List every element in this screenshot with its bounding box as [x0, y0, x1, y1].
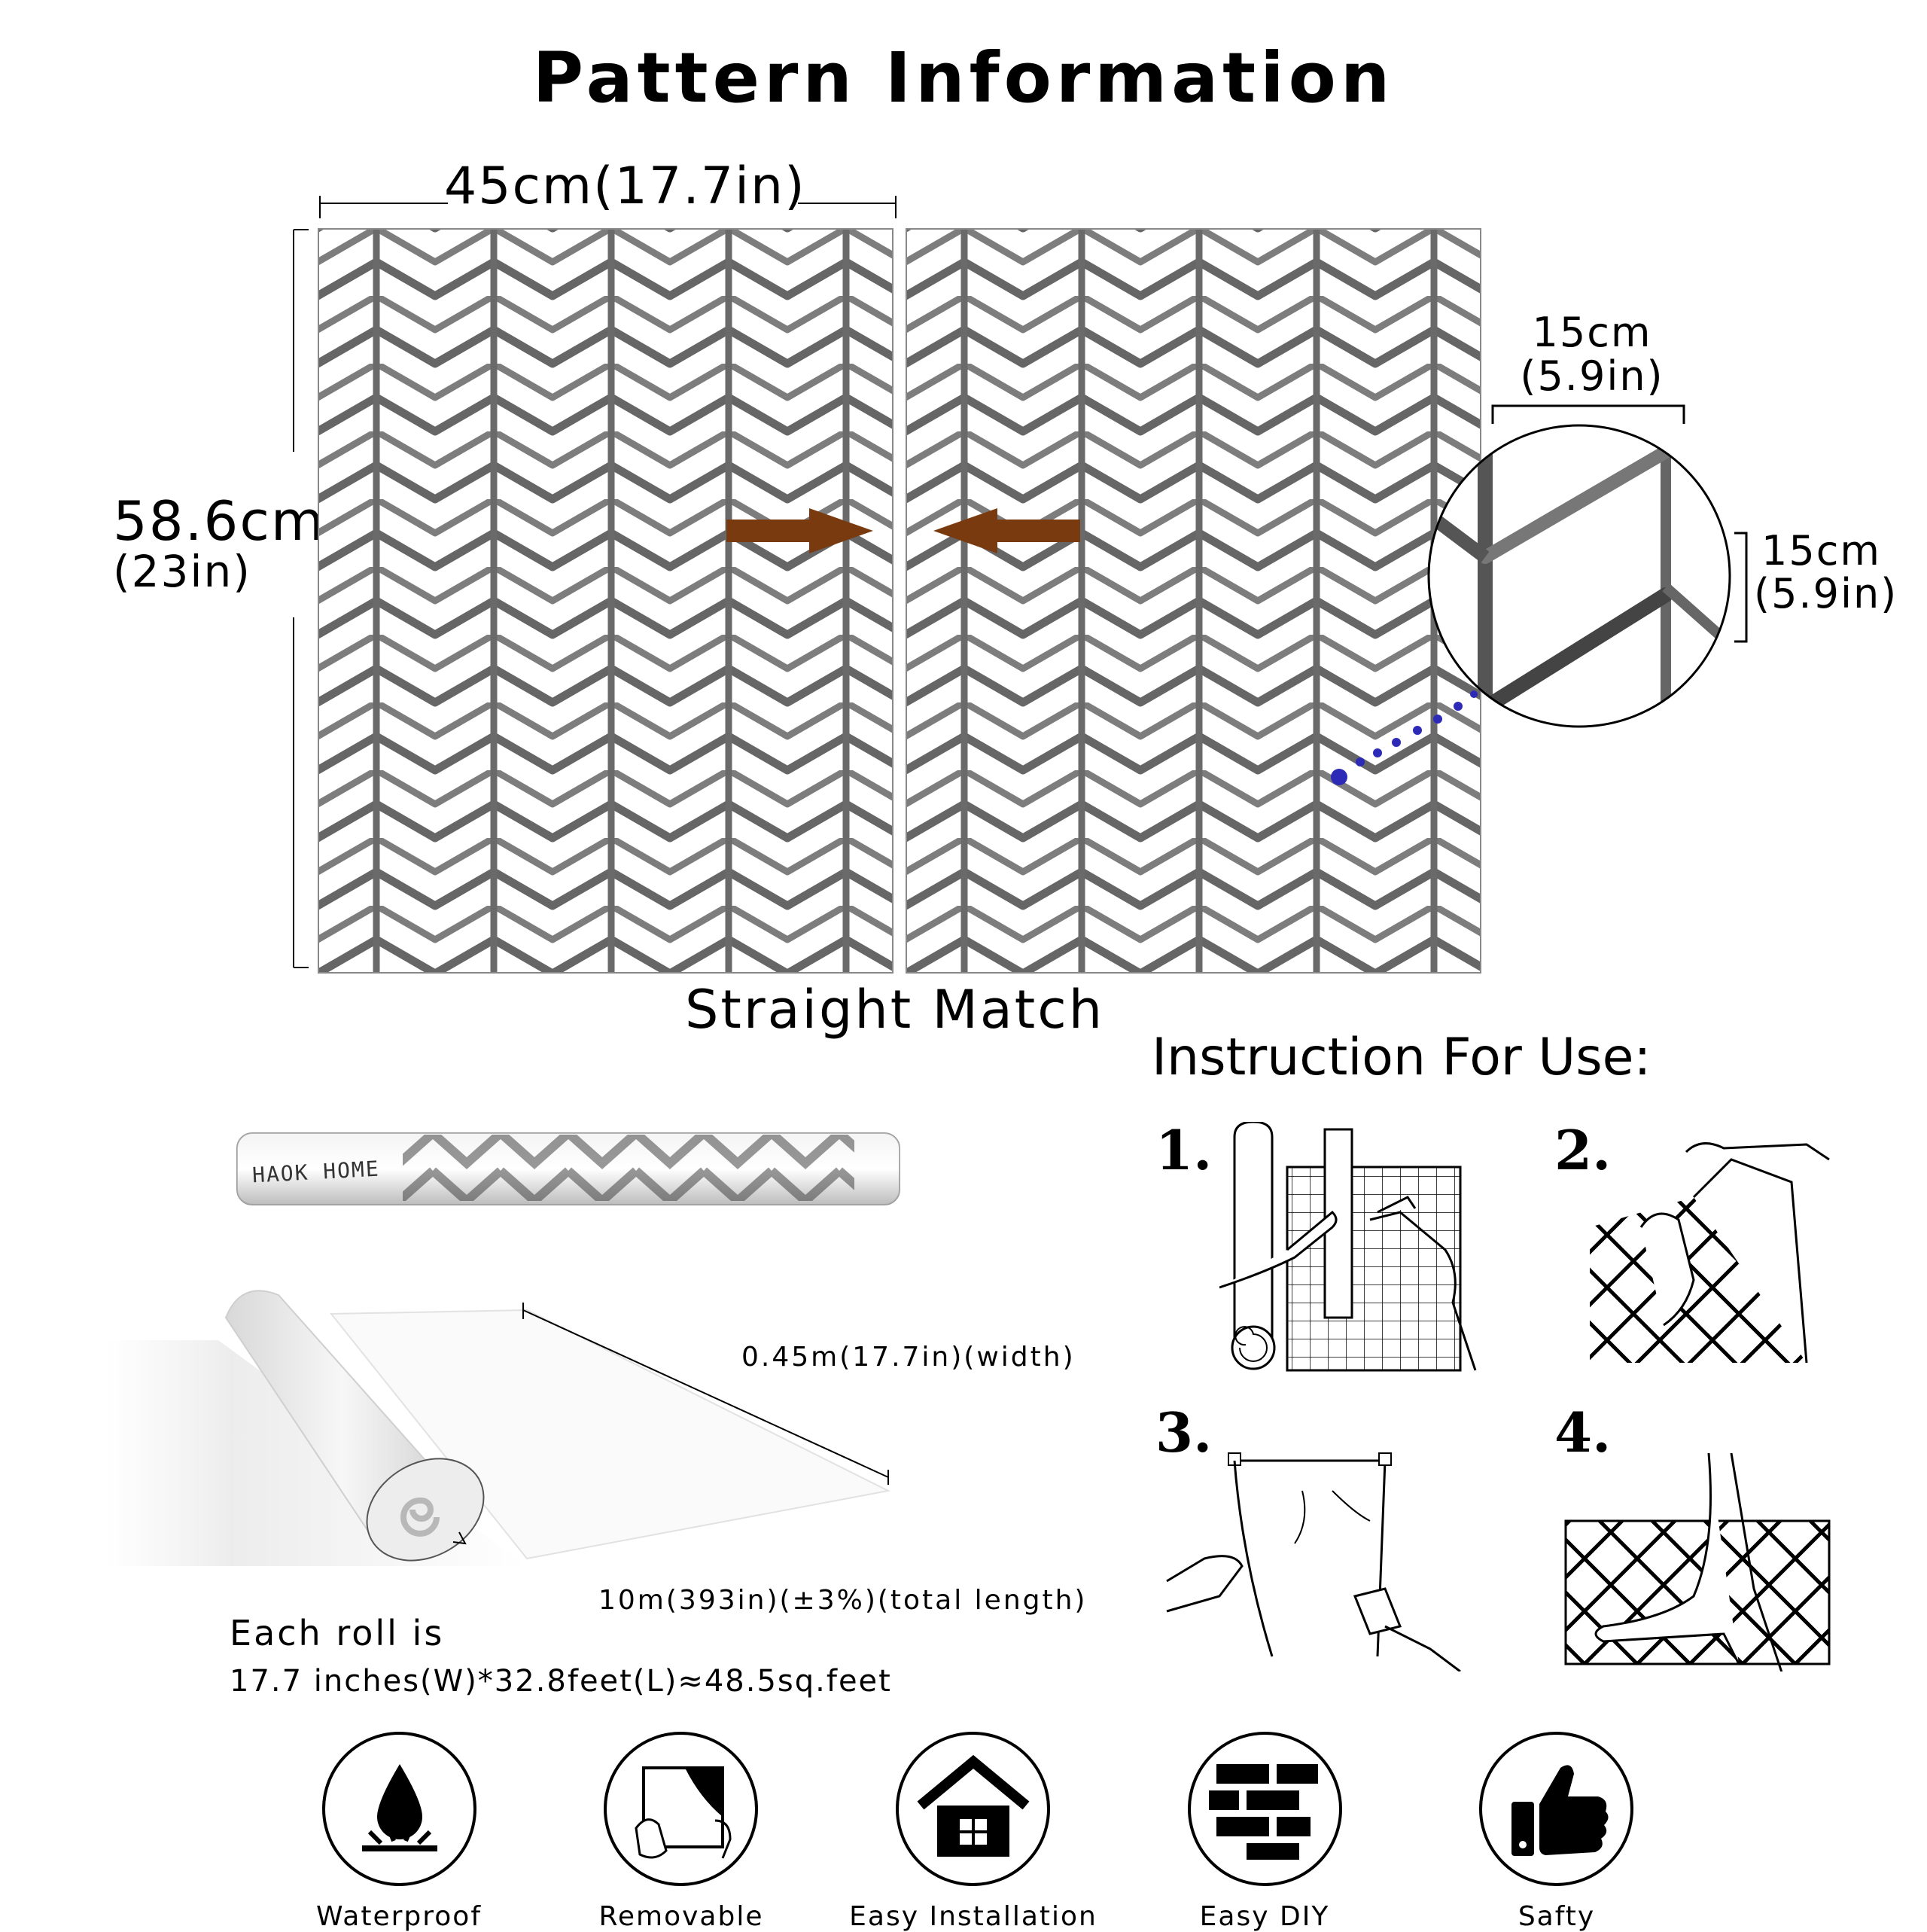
roll-length-label: 10m(393in)(±3%)(total length)	[598, 1585, 1088, 1616]
thumbs-up-icon	[1511, 1764, 1609, 1856]
match-arrow-left	[933, 508, 1080, 553]
feature-label-safty: Safty	[1518, 1901, 1596, 1932]
safety-badge	[1479, 1732, 1633, 1886]
step-1-number: 1.	[1155, 1118, 1213, 1182]
pattern-panel-left	[318, 228, 893, 974]
feature-label-easy-installation: Easy Installation	[849, 1901, 1097, 1932]
brick-wall-icon	[1208, 1763, 1318, 1860]
width-dimension-line	[319, 196, 897, 218]
repeat-height-cm: 15cm	[1761, 527, 1882, 574]
step-1-illustration	[1219, 1122, 1477, 1372]
zoom-callout-dots	[1331, 690, 1478, 785]
match-arrow-right	[726, 508, 873, 553]
instructions-heading: Instruction For Use:	[1152, 1028, 1651, 1087]
step-3-number: 3.	[1155, 1400, 1213, 1464]
repeat-height-bracket	[1734, 532, 1748, 643]
feature-label-removable: Removable	[598, 1901, 764, 1932]
roll-summary-line2: 17.7 inches(W)*32.8feet(L)≈48.5sq.feet	[230, 1664, 892, 1699]
pattern-zoom-circle	[1427, 424, 1731, 728]
height-label-in: (23in)	[113, 546, 251, 597]
peel-sheet-icon	[634, 1766, 732, 1859]
step-2-number: 2.	[1554, 1118, 1612, 1182]
feature-label-waterproof: Waterproof	[315, 1901, 482, 1932]
height-label-cm: 58.6cm	[113, 489, 326, 553]
step-4-illustration	[1564, 1453, 1831, 1671]
roll-summary-line1: Each roll is	[230, 1613, 445, 1653]
repeat-width-cm: 15cm	[1532, 309, 1652, 356]
step-3-illustration	[1166, 1452, 1461, 1671]
unrolled-sheet-illustration	[105, 1290, 891, 1566]
page-title: Pattern Information	[532, 38, 1395, 118]
wallpaper-roll-product	[236, 1132, 900, 1205]
easy-installation-badge	[896, 1732, 1050, 1886]
removable-badge	[604, 1732, 758, 1886]
house-icon	[917, 1754, 1029, 1857]
repeat-width-bracket	[1491, 404, 1685, 424]
step-2-illustration	[1590, 1142, 1830, 1364]
pattern-panel-right	[906, 228, 1481, 974]
match-type-label: Straight Match	[685, 979, 1105, 1041]
repeat-width-in: (5.9in)	[1520, 352, 1664, 400]
width-label: 45cm(17.7in)	[444, 157, 806, 216]
height-dimension-line	[293, 229, 309, 968]
easy-diy-badge	[1188, 1732, 1342, 1886]
feature-label-easy-diy: Easy DIY	[1199, 1901, 1330, 1932]
roll-width-label: 0.45m(17.7in)(width)	[741, 1342, 1076, 1373]
waterproof-badge	[322, 1732, 476, 1886]
water-drop-icon	[361, 1763, 437, 1851]
step-4-number: 4.	[1554, 1400, 1612, 1464]
repeat-height-in: (5.9in)	[1754, 570, 1898, 617]
